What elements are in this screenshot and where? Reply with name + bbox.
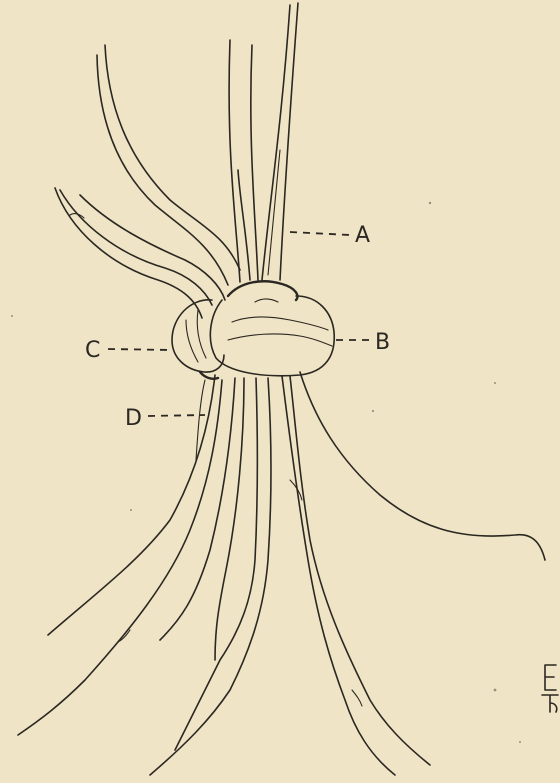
cormlet-C — [172, 300, 224, 379]
leaf-stalks — [229, 3, 298, 282]
label-B: B — [375, 330, 390, 355]
corm-B — [210, 281, 334, 375]
roots — [18, 372, 545, 775]
artist-monogram — [542, 665, 558, 712]
label-C: C — [85, 338, 100, 363]
label-A: A — [355, 223, 370, 248]
paper-speckles — [11, 202, 521, 743]
label-D: D — [125, 406, 142, 431]
side-leaves — [55, 45, 240, 318]
